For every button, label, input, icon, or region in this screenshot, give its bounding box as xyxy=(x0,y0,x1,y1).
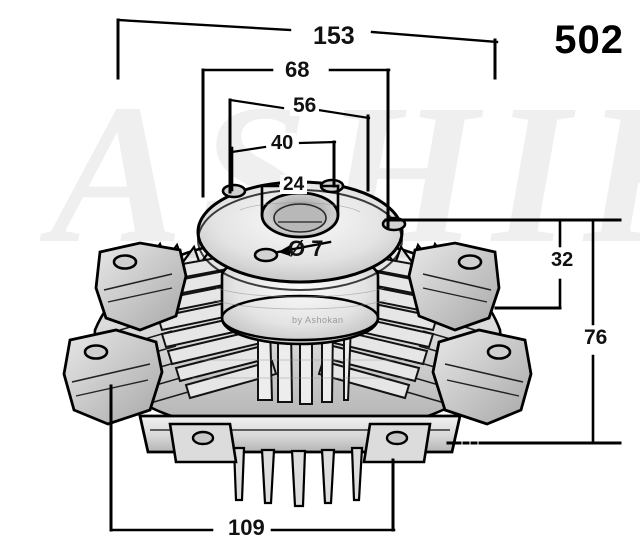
bracket-upper-left xyxy=(94,241,188,332)
bolt-hole-lower-left xyxy=(83,344,109,360)
part-illustration xyxy=(62,178,533,508)
dimension-label-hole-diameter: Ø 7 xyxy=(288,236,324,261)
dimension-153 xyxy=(116,18,499,80)
flange-hole-top-left xyxy=(221,183,247,199)
bolt-hole-foot-left xyxy=(191,430,215,446)
dimension-56 xyxy=(228,98,371,194)
dimension-lines xyxy=(109,18,622,532)
dimension-label-76: 76 xyxy=(581,327,611,348)
bolt-hole-lower-right xyxy=(486,344,512,360)
dimension-label-109: 109 xyxy=(225,517,268,539)
dimension-label-32: 32 xyxy=(548,250,577,270)
dimension-label-56: 56 xyxy=(290,95,320,116)
dimension-label-24: 24 xyxy=(280,175,308,194)
flange-hole-bottom-left xyxy=(253,247,279,263)
bottom-spike-fins xyxy=(232,446,364,508)
dimension-68 xyxy=(201,68,391,230)
bolt-hole-upper-right xyxy=(457,254,483,270)
dimension-24 xyxy=(260,184,340,216)
bracket-feet xyxy=(168,422,432,464)
dimension-diameter-7 xyxy=(276,240,332,256)
bolt-hole-upper-left xyxy=(112,254,138,270)
bolt-hole-foot-right xyxy=(385,430,409,446)
dimension-40 xyxy=(230,140,337,192)
dimension-label-153: 153 xyxy=(310,24,358,49)
surface-texture xyxy=(192,202,408,379)
dimension-label-68: 68 xyxy=(282,59,313,81)
dimension-109 xyxy=(109,384,396,532)
bracket-lower-left xyxy=(62,328,164,426)
bracket-upper-right xyxy=(407,241,501,332)
part-number-label: 502 xyxy=(554,18,624,62)
bracket-lower-right xyxy=(431,328,533,426)
dimension-label-40: 40 xyxy=(268,133,297,153)
